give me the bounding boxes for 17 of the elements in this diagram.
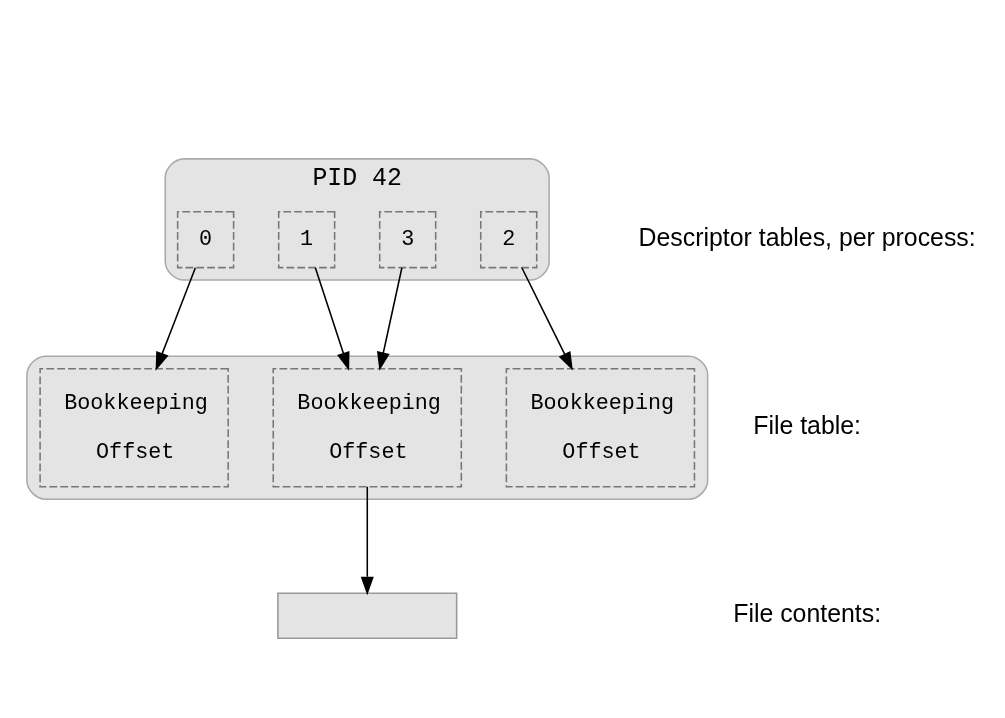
arrow [377, 266, 403, 371]
node-box: 3 [378, 210, 437, 268]
cluster [26, 354, 709, 500]
arrow [155, 266, 197, 371]
node-box: Bookkeeping Offset [272, 367, 463, 488]
node-box: Bookkeeping Offset [505, 367, 696, 488]
label: Descriptor tables, per process: [638, 222, 976, 251]
label: File contents: [733, 598, 882, 627]
label: File table: [753, 410, 862, 439]
node-box: 1 [277, 210, 336, 268]
node-box: 0 [176, 210, 235, 268]
arrow [360, 485, 374, 595]
arrow [521, 266, 573, 371]
node-box [277, 592, 458, 639]
arrow [314, 266, 350, 371]
node-box: Bookkeeping Offset [39, 367, 229, 488]
node-box: 2 [479, 210, 538, 268]
